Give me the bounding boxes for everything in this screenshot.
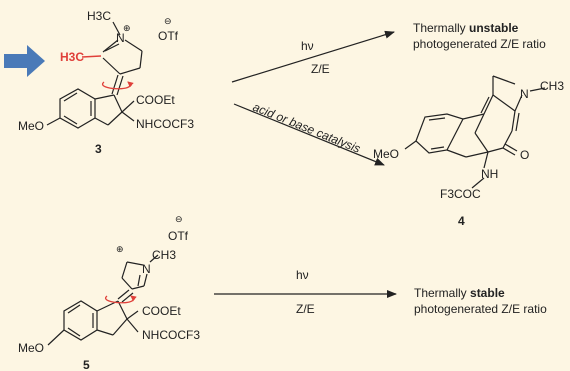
reaction-arrow-catalysis: [233, 103, 385, 166]
compound-3-amide: NHCOCF3: [136, 117, 194, 131]
compound-3-number: 3: [95, 142, 102, 156]
compound-4-nitrogen: N: [520, 87, 529, 101]
compound-5-number: 5: [83, 358, 90, 371]
compound-4-oxo: O: [520, 148, 529, 162]
compound-5-structure: [47, 254, 159, 346]
compound-4-n-methyl: CH3: [540, 79, 564, 93]
compound-3-ester: COOEt: [136, 93, 175, 107]
catalysis-condition: acid or base catalysis: [251, 100, 363, 156]
bottom-arrow-condition-hv: hν: [296, 268, 309, 282]
compound-3-counterion-charge: ⊖: [164, 16, 172, 26]
bottom-result-line-2: photogenerated Z/E ratio: [414, 302, 547, 316]
top-result-line-2: photogenerated Z/E ratio: [413, 37, 546, 51]
top-arrow-condition-hv: hν: [301, 39, 314, 53]
bottom-result-line-1: Thermally stable: [414, 286, 505, 300]
compound-3-methoxy: MeO: [18, 119, 44, 133]
compound-5-plus-charge: ⊕: [116, 244, 124, 254]
compound-5-amide: NHCOCF3: [142, 328, 200, 342]
compound-3-plus-charge: ⊕: [123, 23, 131, 33]
top-arrow-condition-ze: Z/E: [311, 62, 330, 76]
compound-5-nitrogen: N: [142, 262, 151, 276]
compound-3-highlighted-methyl: H3C: [60, 50, 84, 64]
compound-5-counterion-charge: ⊖: [175, 214, 183, 224]
highlight-arrow-icon: [4, 45, 45, 77]
compound-5-methoxy: MeO: [18, 341, 44, 355]
compound-3-counterion: OTf: [158, 29, 179, 43]
top-result-line-1: Thermally unstable: [413, 21, 519, 35]
compound-3-structure: [46, 21, 143, 129]
compound-3-n-methyl: H3C: [87, 9, 111, 23]
compound-4-structure: [404, 75, 546, 189]
compound-4-nh: NH: [481, 167, 498, 181]
compound-5-counterion: OTf: [168, 229, 189, 243]
compound-5-n-methyl: CH3: [152, 248, 176, 262]
reaction-arrow-top: [231, 30, 395, 83]
compound-3-nitrogen: N: [116, 31, 125, 45]
compound-4-methoxy: MeO: [373, 147, 399, 161]
compound-5-ester: COOEt: [142, 304, 181, 318]
bottom-arrow-condition-ze: Z/E: [296, 302, 315, 316]
compound-4-number: 4: [458, 214, 465, 228]
compound-4-amide: F3COC: [440, 187, 481, 201]
